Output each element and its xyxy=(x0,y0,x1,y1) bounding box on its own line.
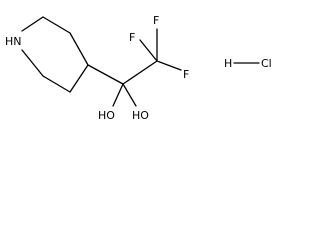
ring-bond-c4-c5 xyxy=(69,64,89,93)
bond-ring-to-carbinol xyxy=(87,64,124,85)
fluorine-right-label: F xyxy=(183,68,189,81)
ring-bond-n-c2 xyxy=(21,16,44,32)
fluorine-left-label: F xyxy=(129,31,135,44)
bond-carbinol-oh-right xyxy=(122,83,137,107)
salt-hydrogen-label: H xyxy=(224,57,232,70)
hydroxyl-left-label: HO xyxy=(98,109,115,122)
bond-cf3-f-right xyxy=(156,60,182,71)
salt-chlorine-label: Cl xyxy=(261,57,272,70)
fluorine-top-label: F xyxy=(153,14,159,27)
ring-bond-c3-c4 xyxy=(69,32,89,66)
nitrogen-label: HN xyxy=(5,35,22,48)
bond-cf3-f-left xyxy=(139,39,158,62)
bond-carbinol-to-cf3 xyxy=(122,60,158,85)
ring-bond-c5-c6 xyxy=(42,75,71,93)
bond-carbinol-oh-left xyxy=(112,83,124,107)
hydroxyl-right-label: HO xyxy=(132,109,149,122)
piperidine-ring xyxy=(21,16,89,93)
ring-bond-c2-c3 xyxy=(42,16,71,34)
chemical-structure: HN F F F HO HO H Cl xyxy=(5,14,272,122)
ring-bond-c6-n xyxy=(21,49,44,77)
